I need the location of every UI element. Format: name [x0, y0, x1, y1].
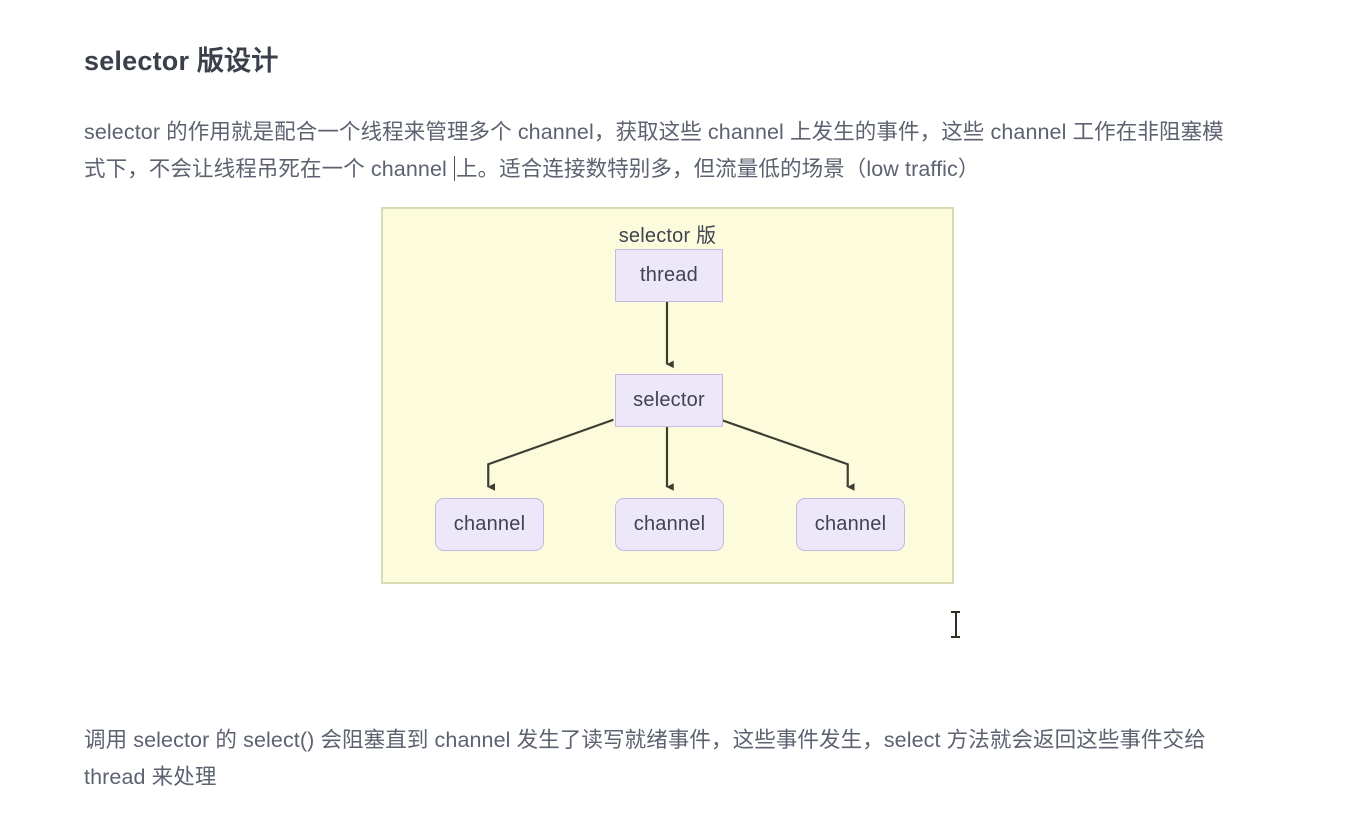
diagram-node-channel-2-label: channel: [633, 513, 706, 535]
page-title: selector 版设计: [84, 46, 279, 77]
diagram-node-channel-1-label: channel: [453, 513, 526, 535]
diagram-node-selector[interactable]: selector: [615, 374, 723, 427]
diagram-edges: [487, 301, 855, 491]
closing-paragraph: 调用 selector 的 select() 会阻塞直到 channel 发生了…: [84, 727, 1206, 789]
diagram-node-thread[interactable]: thread: [615, 249, 723, 302]
edge-selector-to-channel1: [487, 418, 614, 491]
diagram-node-channel-3-label: channel: [814, 513, 887, 535]
mouse-ibeam-cursor-icon: [951, 610, 960, 639]
selector-architecture-diagram: selector 版 thread selector channel: [381, 207, 960, 638]
edge-selector-to-channel3: [720, 418, 855, 491]
diagram-caption: selector 版: [618, 225, 717, 247]
diagram-node-channel-3[interactable]: channel: [796, 498, 905, 551]
intro-paragraph: selector 的作用就是配合一个线程来管理多个 channel，获取这些 c…: [84, 114, 1244, 188]
diagram-node-channel-1[interactable]: channel: [435, 498, 544, 551]
diagram-node-channel-2[interactable]: channel: [615, 498, 724, 551]
intro-paragraph-text-after-caret: 上。适合连接数特别多，但流量低的场景（low traffic）: [455, 156, 980, 181]
diagram-node-thread-label: thread: [640, 264, 698, 286]
diagram-node-selector-label: selector: [633, 389, 705, 411]
text-caret: [453, 155, 455, 181]
intro-paragraph-text-before-caret: selector 的作用就是配合一个线程来管理多个 channel，获取这些 c…: [84, 119, 1224, 181]
